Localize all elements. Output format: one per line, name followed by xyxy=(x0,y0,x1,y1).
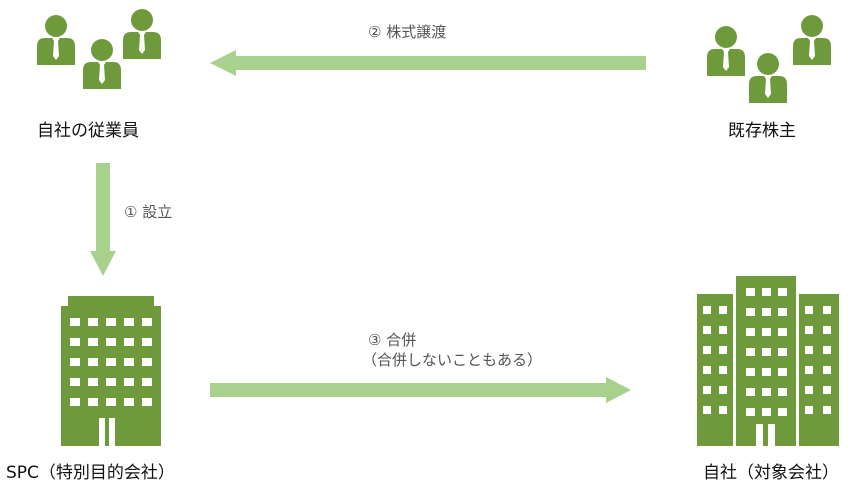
company-building-icon xyxy=(697,276,839,446)
merger-note: （合併しないこともある） xyxy=(362,351,543,369)
employees-label: 自社の従業員 xyxy=(37,121,139,141)
merger-label: ③ 合併 xyxy=(368,331,417,349)
spc-label: SPC（特別目的会社） xyxy=(6,463,175,483)
arrow-establish xyxy=(90,163,116,276)
share-transfer-label: ② 株式譲渡 xyxy=(368,23,447,41)
employees-group-icon xyxy=(37,9,161,89)
shareholders-group-icon xyxy=(707,15,831,103)
shareholders-label: 既存株主 xyxy=(728,121,796,141)
company-label: 自社（対象会社） xyxy=(703,463,839,483)
spc-building-icon xyxy=(61,296,161,446)
establish-label: ① 設立 xyxy=(124,203,173,221)
arrow-share-transfer xyxy=(210,50,646,76)
arrow-merger xyxy=(210,377,631,403)
